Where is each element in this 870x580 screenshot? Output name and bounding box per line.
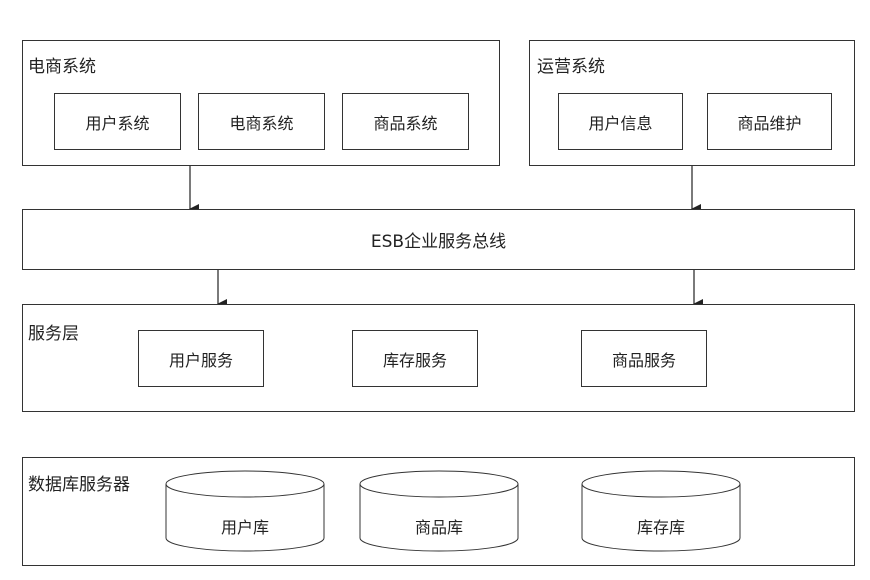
database-product-db-label: 商品库 (414, 518, 463, 537)
operations-node-user-info: 用户信息 (558, 93, 683, 150)
cylinder-shape (165, 470, 325, 552)
database-layer-title: 数据库服务器 (28, 475, 130, 495)
ecommerce-node-product-system: 商品系统 (342, 93, 469, 150)
service-node-inventory-service: 库存服务 (352, 330, 478, 387)
database-user-db: 用户库 (165, 470, 325, 554)
service-layer-group: 服务层 用户服务 库存服务 商品服务 (22, 304, 855, 412)
database-user-db-label: 用户库 (220, 518, 269, 537)
esb-bus: ESB企业服务总线 (22, 209, 855, 270)
ecommerce-node-ecommerce-system: 电商系统 (198, 93, 325, 150)
service-node-product-service: 商品服务 (581, 330, 707, 387)
database-inventory-db: 库存库 (581, 470, 741, 554)
ecommerce-node-user-system: 用户系统 (54, 93, 181, 150)
esb-bus-label: ESB企业服务总线 (370, 232, 507, 252)
database-product-db: 商品库 (359, 470, 519, 554)
ecommerce-system-title: 电商系统 (28, 57, 96, 77)
service-layer-title: 服务层 (28, 324, 79, 344)
cylinder-shape (581, 470, 741, 552)
operations-system-title: 运营系统 (537, 57, 605, 77)
ecommerce-system-group: 电商系统 用户系统 电商系统 商品系统 (22, 40, 500, 166)
cylinder-shape (359, 470, 519, 552)
service-node-user-service: 用户服务 (138, 330, 264, 387)
operations-node-product-maintenance: 商品维护 (707, 93, 832, 150)
operations-system-group: 运营系统 用户信息 商品维护 (529, 40, 855, 166)
database-inventory-db-label: 库存库 (636, 518, 685, 537)
